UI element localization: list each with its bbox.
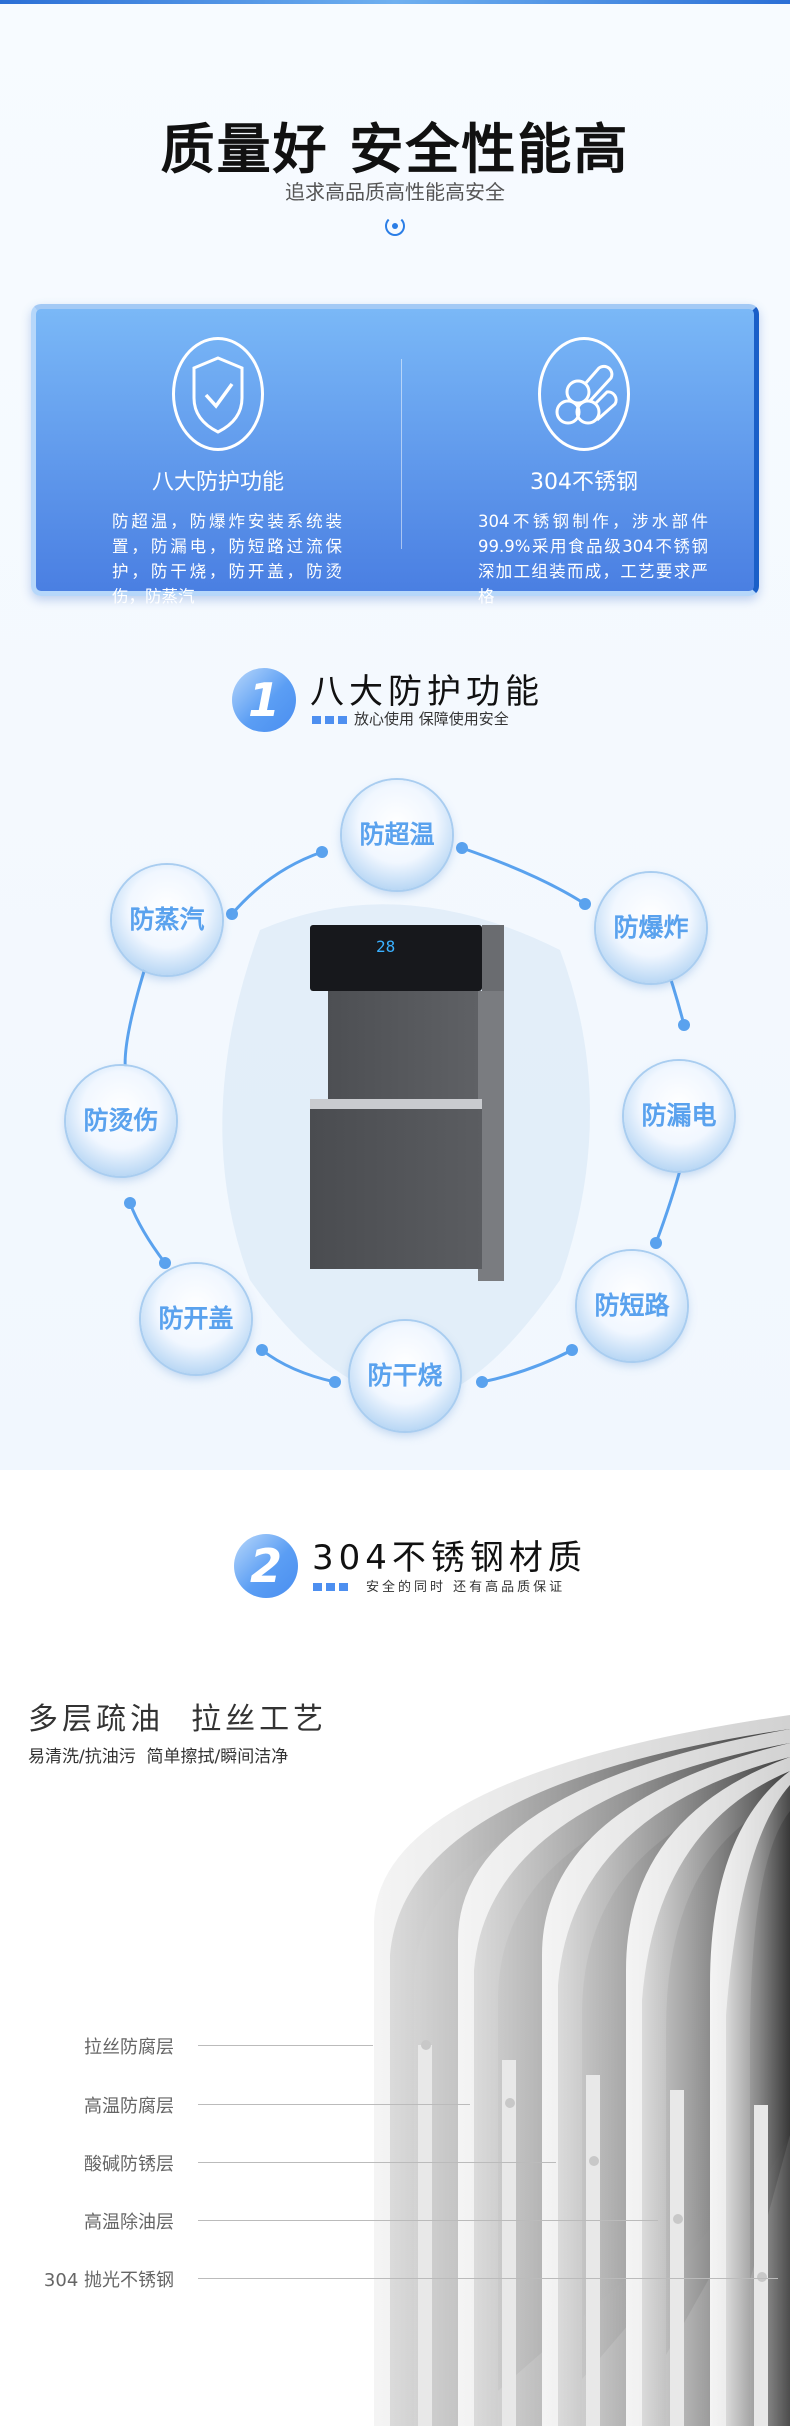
upper-body bbox=[328, 991, 478, 1099]
layer-label: 酸碱防锈层 bbox=[84, 2154, 174, 2175]
panel-side bbox=[482, 925, 504, 991]
top-accent-bar bbox=[0, 0, 790, 4]
scroll-indicator-icon bbox=[385, 216, 405, 236]
feature-bubble: 防漏电 bbox=[624, 1061, 734, 1171]
section-subtitle: 放心使用 保障使用安全 bbox=[354, 710, 509, 728]
section-number-badge: 1 bbox=[232, 668, 296, 732]
card-column-protection: 八大防护功能 防超温，防爆炸安装系统装置，防漏电，防短路过流保护，防干烧，防开盖… bbox=[36, 309, 400, 606]
control-panel: 28 bbox=[310, 925, 482, 991]
layer-pointer-line bbox=[198, 2045, 373, 2046]
layer-marker-dot bbox=[673, 2214, 683, 2224]
layer-marker-dot bbox=[757, 2272, 767, 2282]
material-tagline: 易清洗/抗油污 简单擦拭/瞬间洁净 bbox=[28, 1747, 289, 1767]
layer-pointer-line bbox=[198, 2162, 556, 2163]
steel-layer-inner bbox=[418, 2045, 432, 2426]
steel-layer-inner bbox=[502, 2060, 516, 2426]
feature-bubble: 防烫伤 bbox=[66, 1066, 176, 1176]
section-title: 304不锈钢材质 bbox=[312, 1538, 587, 1578]
card-body: 防超温，防爆炸安装系统装置，防漏电，防短路过流保护，防干烧，防开盖，防烫伤，防蒸… bbox=[112, 512, 342, 606]
layer-marker-dot bbox=[589, 2156, 599, 2166]
steel-pipes-icon bbox=[538, 337, 630, 451]
shield-check-icon bbox=[172, 337, 264, 451]
steel-layers-illustration bbox=[374, 1715, 790, 2426]
temperature-display: 28 bbox=[376, 937, 396, 956]
layer-label: 拉丝防腐层 bbox=[84, 2037, 174, 2058]
layer-marker-dot bbox=[421, 2040, 431, 2050]
card-title: 304不锈钢 bbox=[530, 470, 638, 495]
side-body bbox=[478, 991, 504, 1281]
card-column-steel: 304不锈钢 304不锈钢制作，涉水部件99.9%采用食品级304不锈钢深加工组… bbox=[402, 309, 766, 606]
feature-bubble: 防开盖 bbox=[141, 1264, 251, 1374]
layer-label: 304 抛光不锈钢 bbox=[43, 2270, 174, 2291]
steel-layer-inner bbox=[586, 2075, 600, 2426]
layer-pointer-line bbox=[198, 2278, 778, 2279]
page-title: 质量好 安全性能高 bbox=[160, 118, 630, 181]
layer-marker-dot bbox=[505, 2098, 515, 2108]
steel-layer-inner bbox=[754, 2105, 768, 2426]
feature-bubble: 防蒸汽 bbox=[112, 865, 222, 975]
feature-bubble: 防短路 bbox=[577, 1251, 687, 1361]
material-heading: 多层疏油 拉丝工艺 bbox=[28, 1702, 328, 1737]
layer-pointer-line bbox=[198, 2104, 470, 2105]
layer-label: 高温除油层 bbox=[84, 2212, 174, 2233]
features-card: 八大防护功能 防超温，防爆炸安装系统装置，防漏电，防短路过流保护，防干烧，防开盖… bbox=[31, 304, 759, 606]
feature-bubble: 防爆炸 bbox=[596, 873, 706, 983]
layer-label: 高温防腐层 bbox=[84, 2096, 174, 2117]
feature-bubble: 防干烧 bbox=[350, 1321, 460, 1431]
card-title: 八大防护功能 bbox=[151, 470, 284, 495]
section-subtitle: 安全的同时 还有高品质保证 bbox=[366, 1580, 566, 1595]
counter-ledge bbox=[310, 1099, 482, 1109]
water-dispenser-image: 28 bbox=[310, 925, 506, 1281]
card-divider bbox=[401, 359, 402, 549]
steel-layer-inner bbox=[670, 2090, 684, 2426]
section-squares-decoration bbox=[313, 1583, 349, 1591]
section-squares-decoration bbox=[312, 716, 348, 724]
page-subtitle: 追求高品质高性能高安全 bbox=[285, 180, 505, 204]
lower-cabinet bbox=[310, 1109, 482, 1269]
feature-bubble: 防超温 bbox=[342, 780, 452, 890]
section-number-badge: 2 bbox=[234, 1534, 298, 1598]
layer-pointer-line bbox=[198, 2220, 658, 2221]
section-title: 八大防护功能 bbox=[310, 672, 544, 712]
card-body: 304不锈钢制作，涉水部件99.9%采用食品级304不锈钢深加工组装而成，工艺要… bbox=[478, 512, 708, 606]
